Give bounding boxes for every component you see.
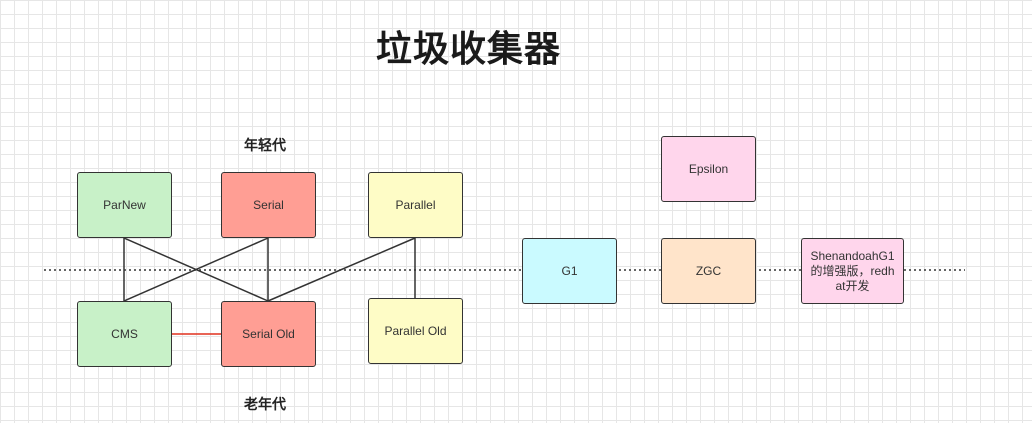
old-generation-label: 老年代 [244, 397, 286, 413]
parallel-box[interactable]: Parallel [368, 172, 463, 238]
zgc-box[interactable]: ZGC [661, 238, 756, 304]
cms-box[interactable]: CMS [77, 301, 172, 367]
epsilon-box[interactable]: Epsilon [661, 136, 756, 202]
serial-box[interactable]: Serial [221, 172, 316, 238]
serial-old-box[interactable]: Serial Old [221, 301, 316, 367]
diagram-title: 垃圾收集器 [376, 29, 562, 70]
shenandoah-box[interactable]: ShenandoahG1的增强版，redhat开发 [801, 238, 904, 304]
young-generation-label: 年轻代 [244, 138, 286, 154]
parnew-box[interactable]: ParNew [77, 172, 172, 238]
parallel-old-box[interactable]: Parallel Old [368, 298, 463, 364]
edge-serial-cms [123, 237, 269, 302]
edge-parallel-serialold [267, 237, 416, 302]
g1-box[interactable]: G1 [522, 238, 617, 304]
